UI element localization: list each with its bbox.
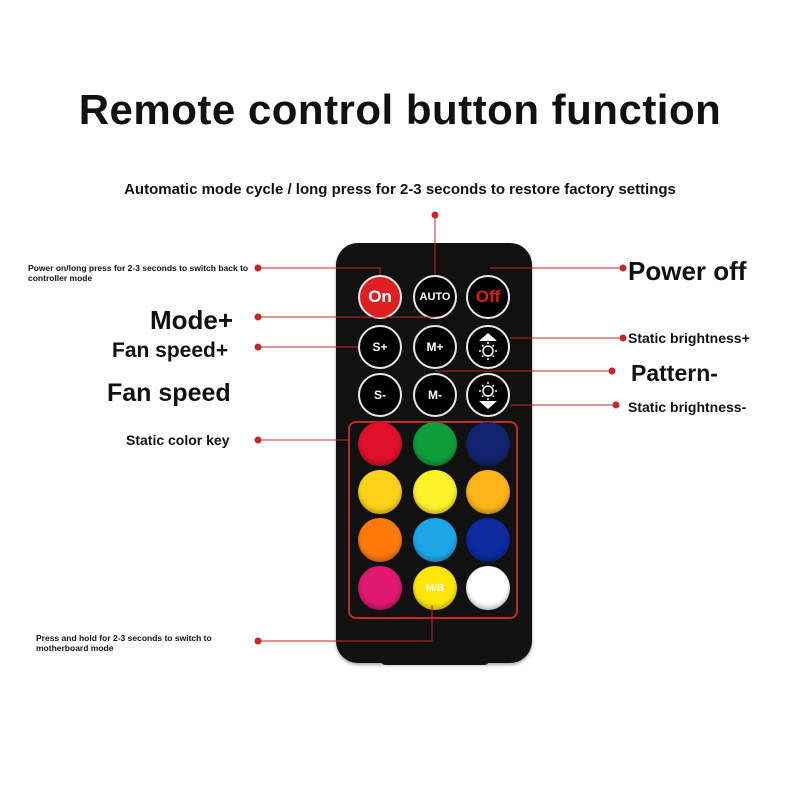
label-fan-speed-plus: Fan speed+ bbox=[112, 339, 229, 362]
leader-dot bbox=[431, 211, 439, 219]
color-button[interactable] bbox=[413, 518, 457, 562]
label-fan-speed-minus: Fan speed bbox=[107, 379, 231, 407]
leader-dot bbox=[254, 264, 262, 272]
label-mode-plus: Mode+ bbox=[150, 305, 234, 335]
label-pattern-minus: Pattern- bbox=[631, 360, 718, 386]
m-plus-label: M+ bbox=[426, 340, 444, 354]
on-button[interactable]: On bbox=[358, 275, 402, 319]
leader-dot bbox=[619, 334, 627, 342]
leader-dot bbox=[254, 313, 262, 321]
on-button-label: On bbox=[368, 287, 392, 306]
leader-dot bbox=[612, 401, 620, 409]
mb-button-label: M/B bbox=[425, 582, 445, 594]
label-static-brightness-plus: Static brightness+ bbox=[628, 330, 750, 346]
color-button[interactable] bbox=[358, 470, 402, 514]
label-power-on: Power on/long press for 2-3 seconds to s… bbox=[28, 263, 249, 283]
fan-speed-minus-button[interactable]: S- bbox=[358, 373, 402, 417]
brightness-down-button[interactable] bbox=[466, 373, 510, 417]
leader-dot bbox=[254, 637, 262, 645]
leader-line bbox=[258, 267, 381, 275]
label-power-off: Power off bbox=[628, 256, 747, 286]
s-plus-label: S+ bbox=[372, 340, 388, 354]
color-button[interactable] bbox=[466, 422, 510, 466]
page-title: Remote control button function bbox=[78, 86, 722, 133]
color-button[interactable] bbox=[358, 566, 402, 610]
off-button[interactable]: Off bbox=[466, 275, 510, 319]
sun-down-icon bbox=[479, 382, 497, 409]
m-minus-label: M- bbox=[428, 388, 442, 402]
label-static-brightness-minus: Static brightness- bbox=[628, 399, 747, 415]
color-button[interactable] bbox=[466, 470, 510, 514]
color-button[interactable] bbox=[358, 422, 402, 466]
fan-speed-plus-button[interactable]: S+ bbox=[358, 325, 402, 369]
sun-up-icon bbox=[479, 333, 497, 360]
color-button[interactable] bbox=[466, 518, 510, 562]
leader-dot bbox=[254, 436, 262, 444]
color-button[interactable] bbox=[358, 518, 402, 562]
auto-button-label: AUTO bbox=[419, 291, 451, 303]
label-motherboard-mode: Press and hold for 2-3 seconds to switch… bbox=[36, 633, 212, 653]
motherboard-mode-button[interactable]: M/B bbox=[413, 566, 457, 610]
brightness-up-button[interactable] bbox=[466, 325, 510, 369]
leader-line bbox=[258, 605, 433, 642]
auto-button[interactable]: AUTO bbox=[413, 275, 457, 319]
color-button[interactable] bbox=[413, 422, 457, 466]
leader-dot bbox=[254, 343, 262, 351]
mode-plus-button[interactable]: M+ bbox=[413, 325, 457, 369]
color-button[interactable] bbox=[413, 470, 457, 514]
s-minus-label: S- bbox=[374, 388, 386, 402]
leader-dot bbox=[619, 264, 627, 272]
color-button[interactable] bbox=[466, 566, 510, 610]
off-button-label: Off bbox=[475, 287, 501, 306]
pattern-minus-button[interactable]: M- bbox=[413, 373, 457, 417]
label-auto-mode: Automatic mode cycle / long press for 2-… bbox=[124, 181, 676, 198]
label-static-color-key: Static color key bbox=[126, 432, 230, 448]
leader-dot bbox=[608, 367, 616, 375]
